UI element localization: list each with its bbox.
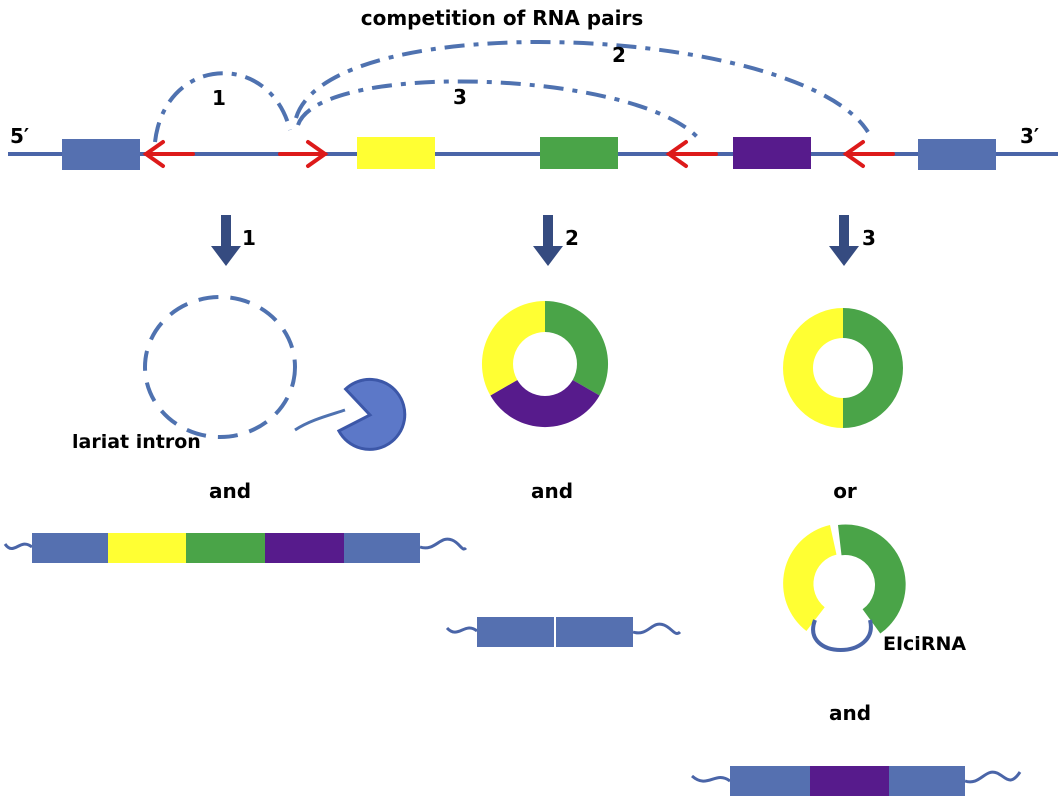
down-arrow-icon <box>211 215 241 266</box>
connector-and-col2: and <box>531 479 573 503</box>
five-prime-label: 5′ <box>10 124 29 148</box>
mrna3-exon-flank-right <box>889 766 965 796</box>
eicirna-intron-loop <box>811 619 873 652</box>
three-prime-label: 3′ <box>1020 124 1039 148</box>
mrna2-tail-right <box>632 622 682 635</box>
pair-label-2: 2 <box>612 43 626 67</box>
ecircrna-segment-green <box>843 308 903 428</box>
pair-arc-1 <box>153 71 292 143</box>
mrna-exon-flank-right <box>344 533 420 563</box>
forward-complement-arrow-icon <box>278 140 329 168</box>
eicirna-label: EIciRNA <box>883 633 966 655</box>
down-arrow-icon <box>533 215 563 266</box>
connector-and-col3: and <box>829 701 871 725</box>
step-label-2: 2 <box>565 226 579 250</box>
mrna2-exon-flank-left <box>477 617 554 647</box>
exon-flank-downstream <box>918 139 996 170</box>
pair-arc-2 <box>294 40 870 134</box>
lariat-intron-loop <box>143 295 297 439</box>
mrna-tail-left <box>3 542 33 551</box>
down-arrow-icon <box>829 215 859 266</box>
mrna3-tail-right <box>964 770 1022 784</box>
mrna3-exon-purple <box>810 766 889 796</box>
exon-green <box>540 137 618 169</box>
pair-label-1: 1 <box>212 86 226 110</box>
diagram-title: competition of RNA pairs <box>361 6 644 30</box>
circrna-segment-purple <box>490 380 600 428</box>
lariat-tail <box>294 408 346 432</box>
connector-or: or <box>833 479 857 503</box>
mrna-tail-right <box>419 537 468 551</box>
mrna-exon-flank-left <box>32 533 108 563</box>
eicirna-segment-green <box>838 524 906 634</box>
pacman-debranching-enzyme-icon <box>336 377 407 451</box>
connector-and-col1: and <box>209 479 251 503</box>
mrna-exon-green <box>186 533 265 563</box>
exon-purple <box>733 137 811 169</box>
mrna3-tail-left <box>691 774 731 783</box>
mrna3-exon-flank-left <box>730 766 810 796</box>
pair-label-3: 3 <box>453 85 467 109</box>
ecircrna-segment-yellow <box>783 308 843 428</box>
exon-yellow <box>357 137 435 169</box>
step-label-1: 1 <box>242 226 256 250</box>
exon-flank-upstream <box>62 139 140 170</box>
reverse-complement-arrow-icon <box>665 140 718 168</box>
reverse-complement-arrow-icon <box>142 140 195 168</box>
mrna-exon-purple <box>265 533 344 563</box>
pair-arc-3 <box>296 79 702 142</box>
lariat-intron-label: lariat intron <box>72 431 201 453</box>
mrna-exon-yellow <box>108 533 186 563</box>
reverse-complement-arrow-icon <box>842 140 895 168</box>
mrna2-exon-flank-right <box>556 617 633 647</box>
mrna2-tail-left <box>445 626 478 634</box>
eicirna-segment-yellow <box>783 525 837 631</box>
step-label-3: 3 <box>862 226 876 250</box>
circrna-segment-yellow <box>481 301 545 396</box>
circrna-segment-green <box>545 301 609 396</box>
